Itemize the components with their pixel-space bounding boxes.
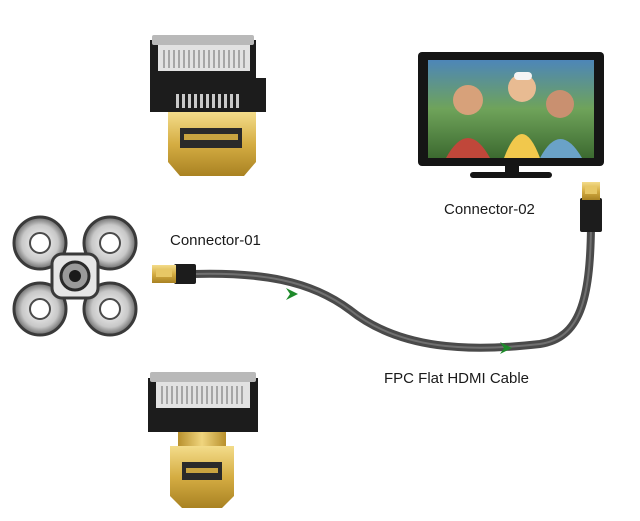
quadcopter-frame-icon bbox=[12, 215, 138, 337]
top-angle-adapter bbox=[150, 35, 266, 176]
cable-label: FPC Flat HDMI Cable bbox=[384, 370, 530, 387]
connector-02-label: Connector-02 bbox=[444, 201, 535, 218]
television-icon bbox=[418, 52, 604, 178]
connector-02-plug bbox=[580, 182, 602, 232]
fpc-cable bbox=[188, 224, 595, 352]
bottom-angle-adapter bbox=[148, 372, 258, 508]
connector-01-plug bbox=[152, 264, 196, 284]
cable-direction-arrow bbox=[286, 288, 298, 300]
connector-01-label: Connector-01 bbox=[170, 232, 261, 249]
cable-direction-arrow bbox=[500, 342, 512, 354]
